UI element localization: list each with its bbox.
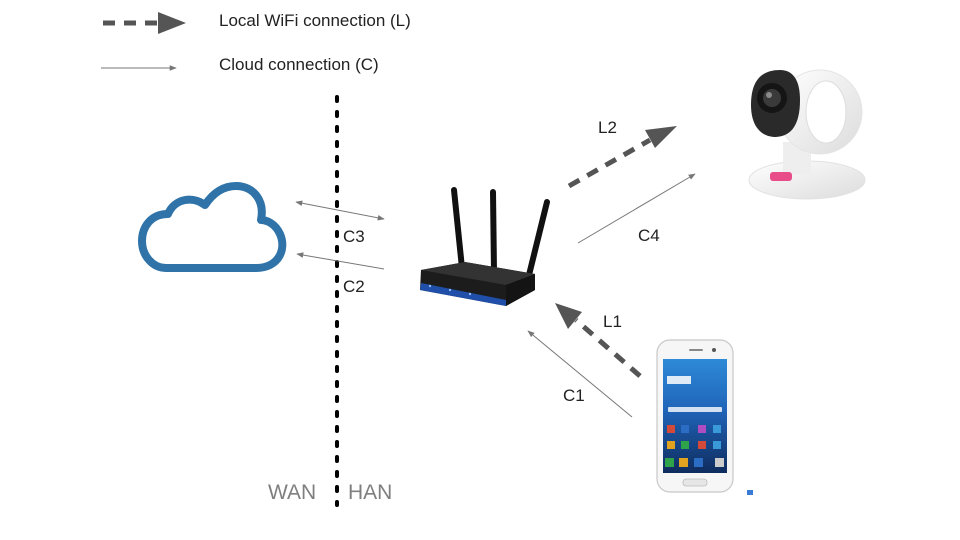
legend-local-label: Local WiFi connection (L): [219, 11, 411, 30]
ibaby-camera-icon: [748, 69, 866, 200]
c4-label: C4: [638, 226, 660, 245]
legend-local-arrow: [103, 12, 186, 34]
c1-label: C1: [563, 386, 585, 405]
l1-label: L1: [603, 312, 622, 331]
legend-cloud-label: Cloud connection (C): [219, 55, 379, 74]
c1-arrow: [527, 330, 633, 418]
l1-arrow: [555, 303, 642, 378]
c4-arrow: [577, 173, 696, 244]
phone-marker: [747, 490, 753, 495]
l2-arrow: [567, 126, 677, 189]
c2-label: C2: [343, 277, 365, 296]
l2-label: L2: [598, 118, 617, 137]
c2-arrow: [296, 252, 385, 270]
smartphone-icon: [656, 339, 734, 493]
c3-arrow: [295, 200, 385, 221]
cloud-icon: [138, 182, 287, 272]
wan-label: WAN: [268, 481, 317, 504]
wifi-router-icon: [420, 187, 550, 306]
c3-label: C3: [343, 227, 365, 246]
han-label: HAN: [348, 481, 393, 504]
